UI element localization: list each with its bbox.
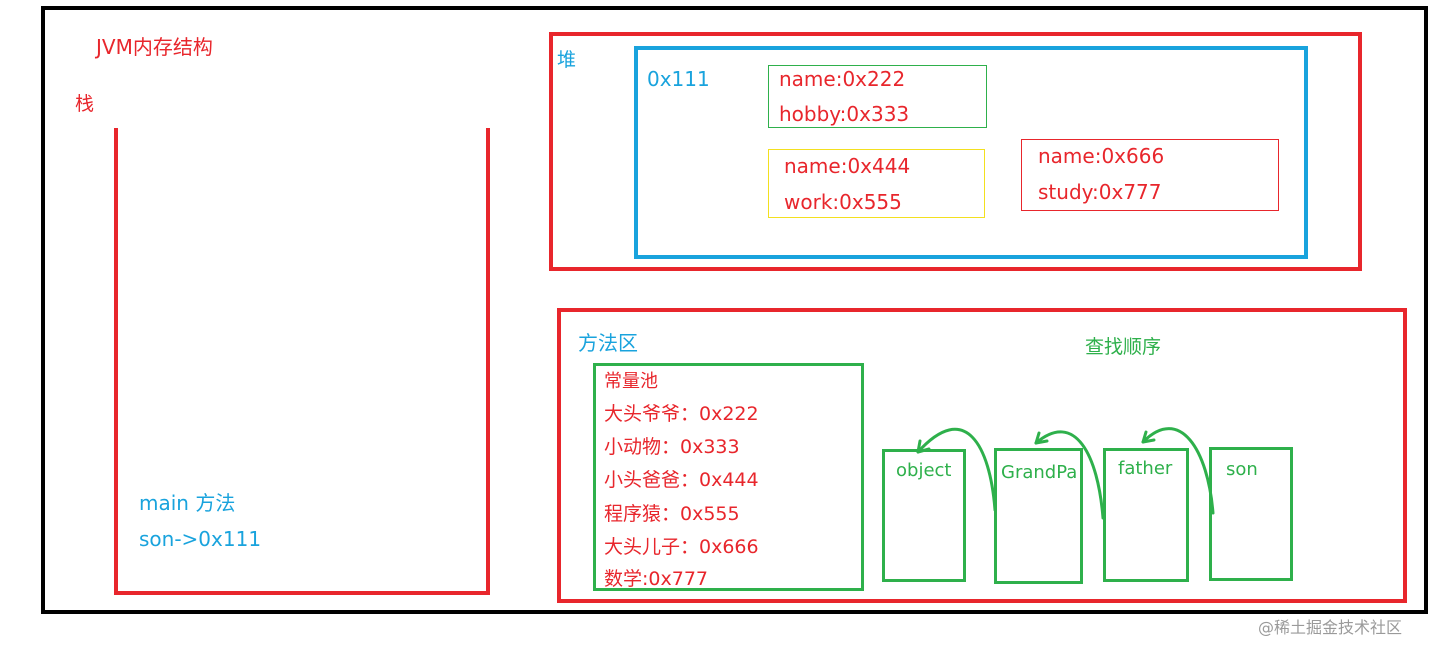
- jvm-title: JVM内存结构: [96, 35, 213, 59]
- arrow-son-to-father: [1141, 427, 1215, 515]
- class-box-father: [1103, 448, 1189, 582]
- son-field-name: name:0x666: [1038, 144, 1165, 168]
- class-label-grandpa: GrandPa: [1001, 462, 1078, 483]
- arrow-head-father: [1141, 430, 1156, 444]
- son-object: [634, 46, 1308, 259]
- grandpa-field-name: name:0x222: [779, 67, 906, 91]
- class-label-father: father: [1118, 458, 1173, 479]
- father-field-name: name:0x444: [784, 154, 911, 178]
- watermark: @稀土掘金技术社区: [1258, 618, 1403, 637]
- constant-entry: 小头爸爸：0x444: [604, 469, 759, 491]
- method-area-region: [557, 308, 1407, 603]
- father-field-work: work:0x555: [784, 190, 902, 214]
- constant-entry: 大头儿子：0x666: [604, 536, 759, 558]
- stack-frame-method: main 方法: [139, 491, 236, 515]
- class-label-son: son: [1226, 459, 1258, 480]
- stack-label: 栈: [75, 93, 95, 115]
- class-label-object: object: [896, 460, 952, 481]
- heap-label: 堆: [557, 49, 577, 71]
- constant-entry: 程序猿：0x555: [604, 503, 740, 525]
- constant-entry: 数学:0x777: [604, 568, 708, 590]
- constant-entry: 小动物：0x333: [604, 436, 740, 458]
- constant-pool-title: 常量池: [604, 371, 658, 392]
- constant-entry: 大头爷爷：0x222: [604, 403, 759, 425]
- heap-region: [549, 32, 1362, 271]
- jvm-frame: [41, 6, 1428, 614]
- son-field-study: study:0x777: [1038, 180, 1162, 204]
- arrow-head-object: [916, 439, 931, 454]
- object-address: 0x111: [647, 67, 710, 91]
- father-fields-box: [768, 149, 985, 218]
- stack-outline: [114, 128, 490, 595]
- son-fields-box: [1021, 139, 1279, 211]
- class-box-grandpa: [994, 448, 1083, 584]
- grandpa-field-hobby: hobby:0x333: [779, 102, 910, 126]
- arrow-father-to-grandpa: [1034, 430, 1105, 520]
- lookup-order-title: 查找顺序: [1085, 336, 1162, 358]
- arrow-grandpa-to-object: [916, 427, 997, 512]
- arrow-head-grandpa: [1034, 431, 1049, 445]
- constant-pool-box: [593, 363, 864, 591]
- stack-frame-ref: son->0x111: [139, 527, 262, 551]
- grandpa-fields-box: [768, 65, 987, 128]
- method-area-label: 方法区: [578, 331, 638, 355]
- class-box-son: [1209, 447, 1293, 581]
